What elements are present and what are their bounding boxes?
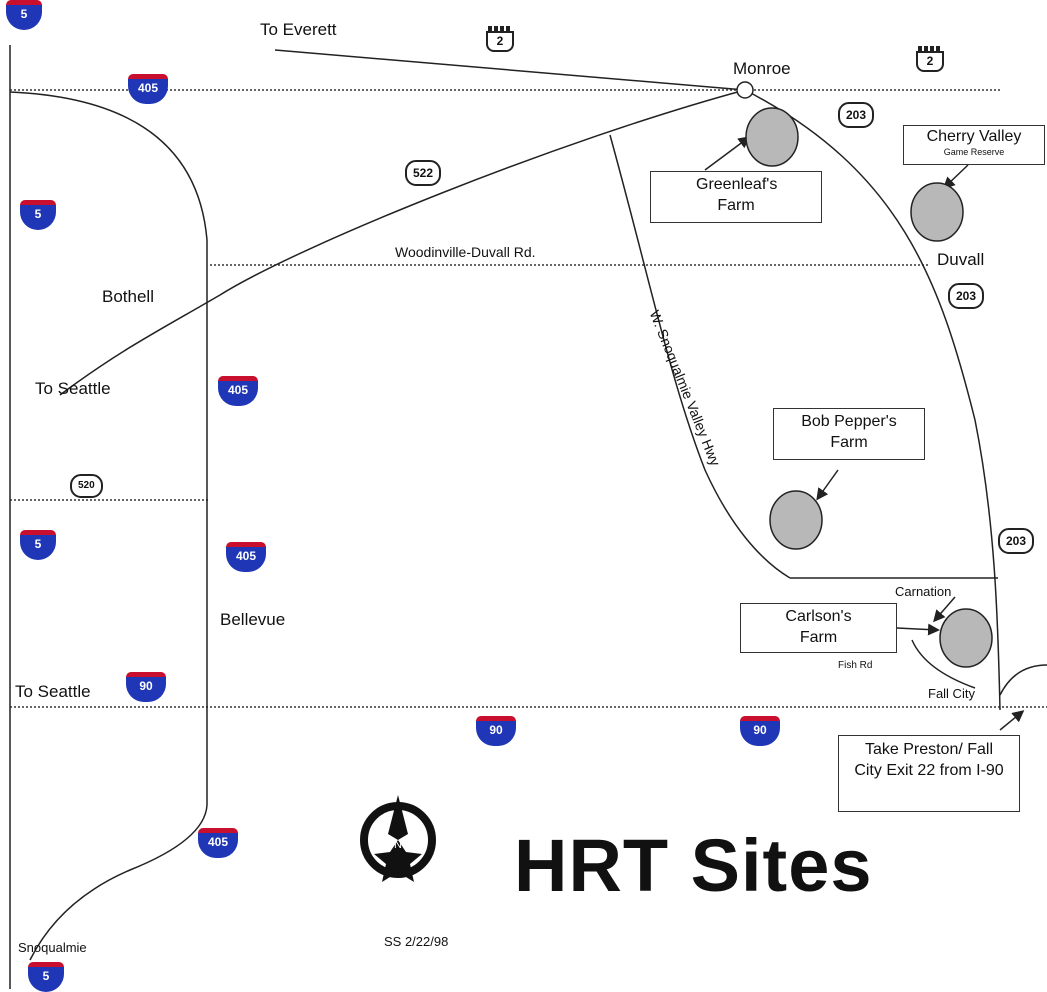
- i405-shield-mid: 405: [218, 376, 258, 406]
- cherry-valley-site-marker: [910, 182, 964, 242]
- carlson-farm-label: Carlson's Farm: [785, 608, 852, 646]
- i405-shield-bellevue: 405: [226, 542, 266, 572]
- sr203-highway: [744, 89, 1001, 711]
- us2-shield-west: 2: [486, 26, 514, 52]
- to-seattle-south-label: To Seattle: [15, 682, 91, 701]
- sr203-shield-south: 203: [998, 528, 1035, 554]
- bellevue-label: Bellevue: [220, 610, 286, 629]
- i5-shield-south: 5: [28, 962, 64, 992]
- map-footer-code: SS 2/22/98: [384, 934, 449, 949]
- carlson-site-marker: [939, 608, 993, 668]
- i90-shield-west: 90: [126, 672, 166, 702]
- carnation-pointer: [933, 596, 956, 623]
- w-snoqualmie-valley-hwy: [609, 134, 791, 579]
- greenleaf-farm-box: Greenleaf's Farm: [650, 171, 822, 223]
- i5-shield-mid: 5: [20, 530, 56, 560]
- monroe-label: Monroe: [733, 59, 791, 78]
- to-seattle-north-label: To Seattle: [35, 379, 111, 398]
- i405-shield-north: 405: [128, 74, 168, 104]
- sr203-shield-north: 203: [838, 102, 875, 128]
- monroe-junction: [736, 81, 754, 99]
- sr520-shield: 520: [70, 474, 103, 498]
- carnation-label: Carnation: [895, 584, 952, 599]
- i405-highway: [9, 91, 208, 961]
- i5-shield-top: 5: [6, 0, 42, 30]
- cherry-valley-label: Cherry Valley: [926, 128, 1022, 145]
- carlson-pointer: [896, 623, 940, 636]
- directions-pointer: [999, 710, 1025, 731]
- us2-shield-east: 2: [916, 46, 944, 72]
- game-reserve-label: Game Reserve: [943, 147, 1005, 157]
- pepper-farm-label: Bob Pepper's Farm: [801, 413, 897, 451]
- bothell-label: Bothell: [102, 287, 154, 306]
- to-everett-road: [274, 49, 746, 91]
- i90-shield-east: 90: [740, 716, 780, 746]
- compass-rose-icon: N: [360, 795, 436, 882]
- directions-box: Take Preston/ Fall City Exit 22 from I-9…: [838, 735, 1020, 812]
- i90-shield-center: 90: [476, 716, 516, 746]
- fall-city-road: [999, 664, 1047, 696]
- duvall-label: Duvall: [937, 250, 985, 269]
- to-everett-label: To Everett: [260, 20, 337, 39]
- fall-city-label: Fall City: [928, 686, 975, 701]
- fish-road: [911, 639, 976, 689]
- directions-label: Take Preston/ Fall City Exit 22 from I-9…: [854, 741, 1004, 779]
- pepper-farm-box: Bob Pepper's Farm: [773, 408, 925, 460]
- sr203-shield-duvall: 203: [948, 283, 985, 309]
- greenleaf-farm-label: Greenleaf's Farm: [696, 176, 778, 214]
- pepper-pointer: [816, 469, 839, 501]
- snoqualmie-label: Snoqualmie: [18, 940, 87, 955]
- greenleaf-site-marker: [745, 107, 799, 167]
- fish-road-label: Fish Rd: [838, 660, 873, 671]
- svg-text:N: N: [394, 839, 402, 851]
- i5-shield-north: 5: [20, 200, 56, 230]
- cherry-valley-pointer: [942, 164, 969, 190]
- woodinville-duvall-road-label: Woodinville-Duvall Rd.: [395, 244, 536, 260]
- map-title: HRT Sites: [514, 824, 873, 907]
- i405-shield-south: 405: [198, 828, 238, 858]
- carlson-farm-box: Carlson's Farm: [740, 603, 897, 653]
- sr522-shield: 522: [405, 160, 442, 186]
- cherry-valley-box: Cherry Valley Game Reserve: [903, 125, 1045, 165]
- sr522-highway: [59, 89, 746, 396]
- pepper-site-marker: [769, 490, 823, 550]
- greenleaf-pointer: [704, 136, 751, 171]
